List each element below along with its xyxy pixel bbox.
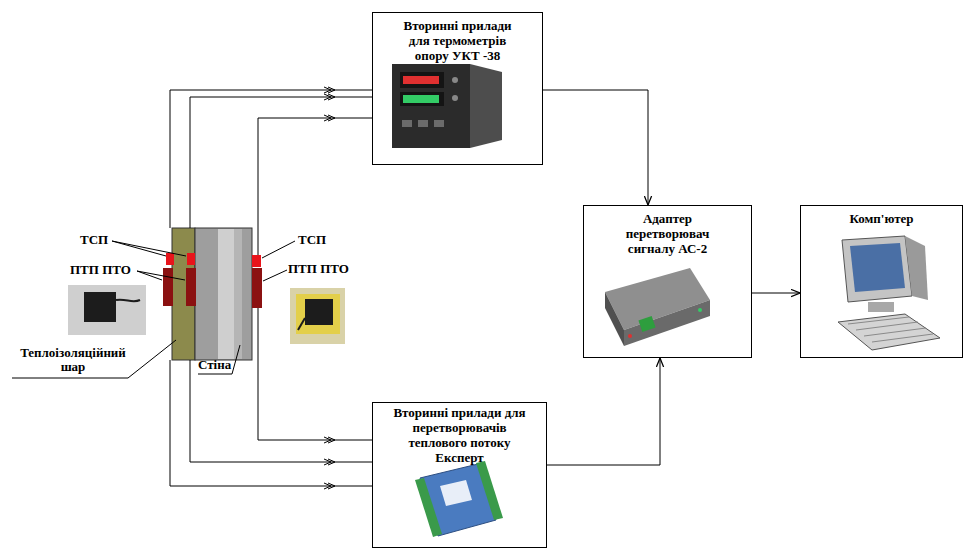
leader-line [137,271,185,280]
module-terminals [415,478,442,537]
ac2-adapter [605,268,710,346]
signal-arrow [547,358,660,465]
adapter-side [605,292,624,346]
wire [170,360,372,486]
wire [190,360,372,462]
wire-arrow [324,483,335,489]
device-button [434,120,444,127]
leader-line [198,345,240,374]
temperature-sensor [252,255,261,267]
photo-ground [290,288,345,344]
wall-assembly [172,228,252,360]
device-side [470,64,502,148]
wire-arrow [324,459,335,465]
part-label: ПТП ПТО [288,262,349,276]
temperature-sensor [166,253,174,265]
device-front [392,64,470,148]
sensor-photo [290,288,345,344]
box-title: Вторинні прилади для перетворювачів тепл… [392,406,528,466]
wall-band [234,229,242,359]
box-title: Вторинні прилади для термометрів опору У… [397,19,519,64]
photo-sensor [84,292,116,322]
heat-flux-sensor [186,268,196,306]
box-title: Адаптер перетворювач сигналу АС-2 [603,212,733,257]
leader-line [112,241,186,256]
terminal-block [638,316,655,332]
expert-module [415,461,503,537]
sensors [163,253,262,308]
leader-line [262,241,295,258]
wire [258,118,372,255]
adapter-front [624,300,710,346]
wire-arrow [324,87,335,93]
module-label [440,480,472,506]
part-label: ТСП [298,233,326,247]
wire [190,97,372,228]
computer [838,236,940,350]
part-label: Теплоізоляційний шар [14,346,132,375]
part-label: ТСП [80,233,108,247]
device-display [400,72,444,88]
wire-arrow [324,115,335,121]
keyboard [838,314,940,350]
part-label: ПТП ПТО [70,263,131,277]
device-digits [403,76,439,84]
signal-arrow [752,293,800,294]
photo-ground [68,285,146,335]
device-digits [403,95,439,103]
leader-line [263,270,287,281]
box-title: Комп'ютер [817,212,947,227]
device-display [400,92,444,106]
signal-arrow [543,90,648,205]
monitor [842,236,912,302]
sensor-photo [68,285,146,335]
photo-sensor [305,299,333,325]
monitor-stand [868,302,894,312]
leader-line [12,340,176,378]
device-led [452,77,458,83]
device-box: Вторинні прилади для перетворювачів тепл… [372,402,547,548]
wire-arrow [324,437,335,443]
module-terminals [476,461,503,520]
device-led [452,95,458,101]
device-box: Вторинні прилади для термометрів опору У… [372,12,543,165]
adapter-led [628,334,632,338]
monitor-screen [850,243,905,292]
heat-flux-sensor [163,268,173,306]
ukt38-device [392,64,502,148]
device-box: Комп'ютер [800,205,963,358]
wire-arrow [324,94,335,100]
device-button [418,120,428,127]
device-box: Адаптер перетворювач сигналу АС-2 [583,205,752,358]
wire [170,90,372,228]
photo-tape [296,294,340,334]
leader-lines [12,241,295,378]
photo-cable [298,318,305,330]
part-label: Стіна [198,358,231,372]
sensor-wires [170,87,372,489]
adapter-led [698,308,702,312]
photo-cable [116,300,140,302]
device-button [402,120,412,127]
heat-flux-sensor [252,268,262,308]
temperature-sensor [187,253,195,265]
keyboard-keys [848,317,933,342]
wall-band [218,229,234,359]
wall [195,228,252,360]
monitor-back [905,236,928,300]
